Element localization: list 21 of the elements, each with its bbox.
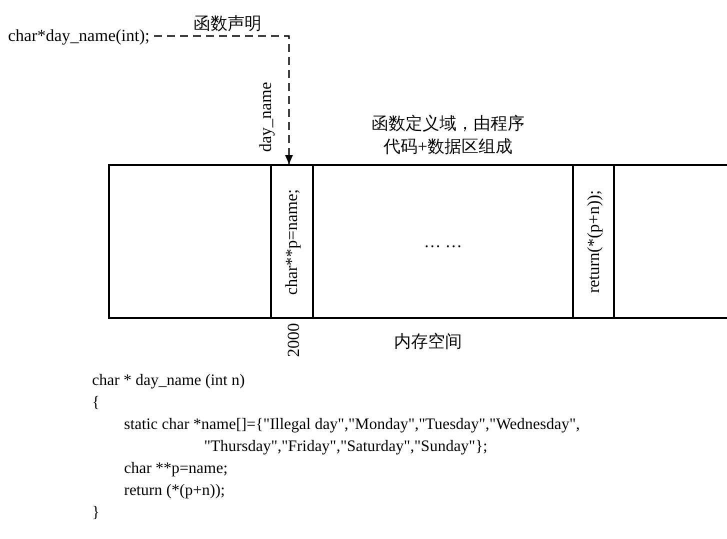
code-text: char*day_name(int);: [8, 26, 150, 46]
address-text: 2000: [284, 323, 304, 357]
memory-cell: [108, 164, 272, 319]
arrow: [154, 35, 293, 164]
memory-cell: [613, 164, 727, 319]
memory-caption: 内存空间: [394, 331, 462, 353]
cell-text: … …: [424, 232, 462, 252]
code-line: "Thursday","Friday","Saturday","Sunday"};: [204, 438, 488, 456]
memory-cell: [572, 164, 615, 319]
cell-text: char**p=name;: [282, 188, 302, 294]
memory-cell: [270, 164, 314, 319]
code-line: static char *name[]={"Illegal day","Monday","Tuesday","Wednesday",: [124, 416, 580, 434]
code-line: return (*(p+n));: [124, 482, 225, 500]
pointer-label: day_name: [256, 82, 276, 152]
memory-cell: [312, 164, 574, 319]
code-line: char * day_name (int n): [92, 372, 245, 390]
code-line: }: [92, 504, 100, 522]
cell-text: return(*(p+n));: [584, 190, 604, 294]
code-line: {: [92, 394, 100, 412]
code-line: char **p=name;: [124, 460, 228, 478]
region-caption: 函数定义域，由程序代码+数据区组成: [370, 113, 526, 158]
